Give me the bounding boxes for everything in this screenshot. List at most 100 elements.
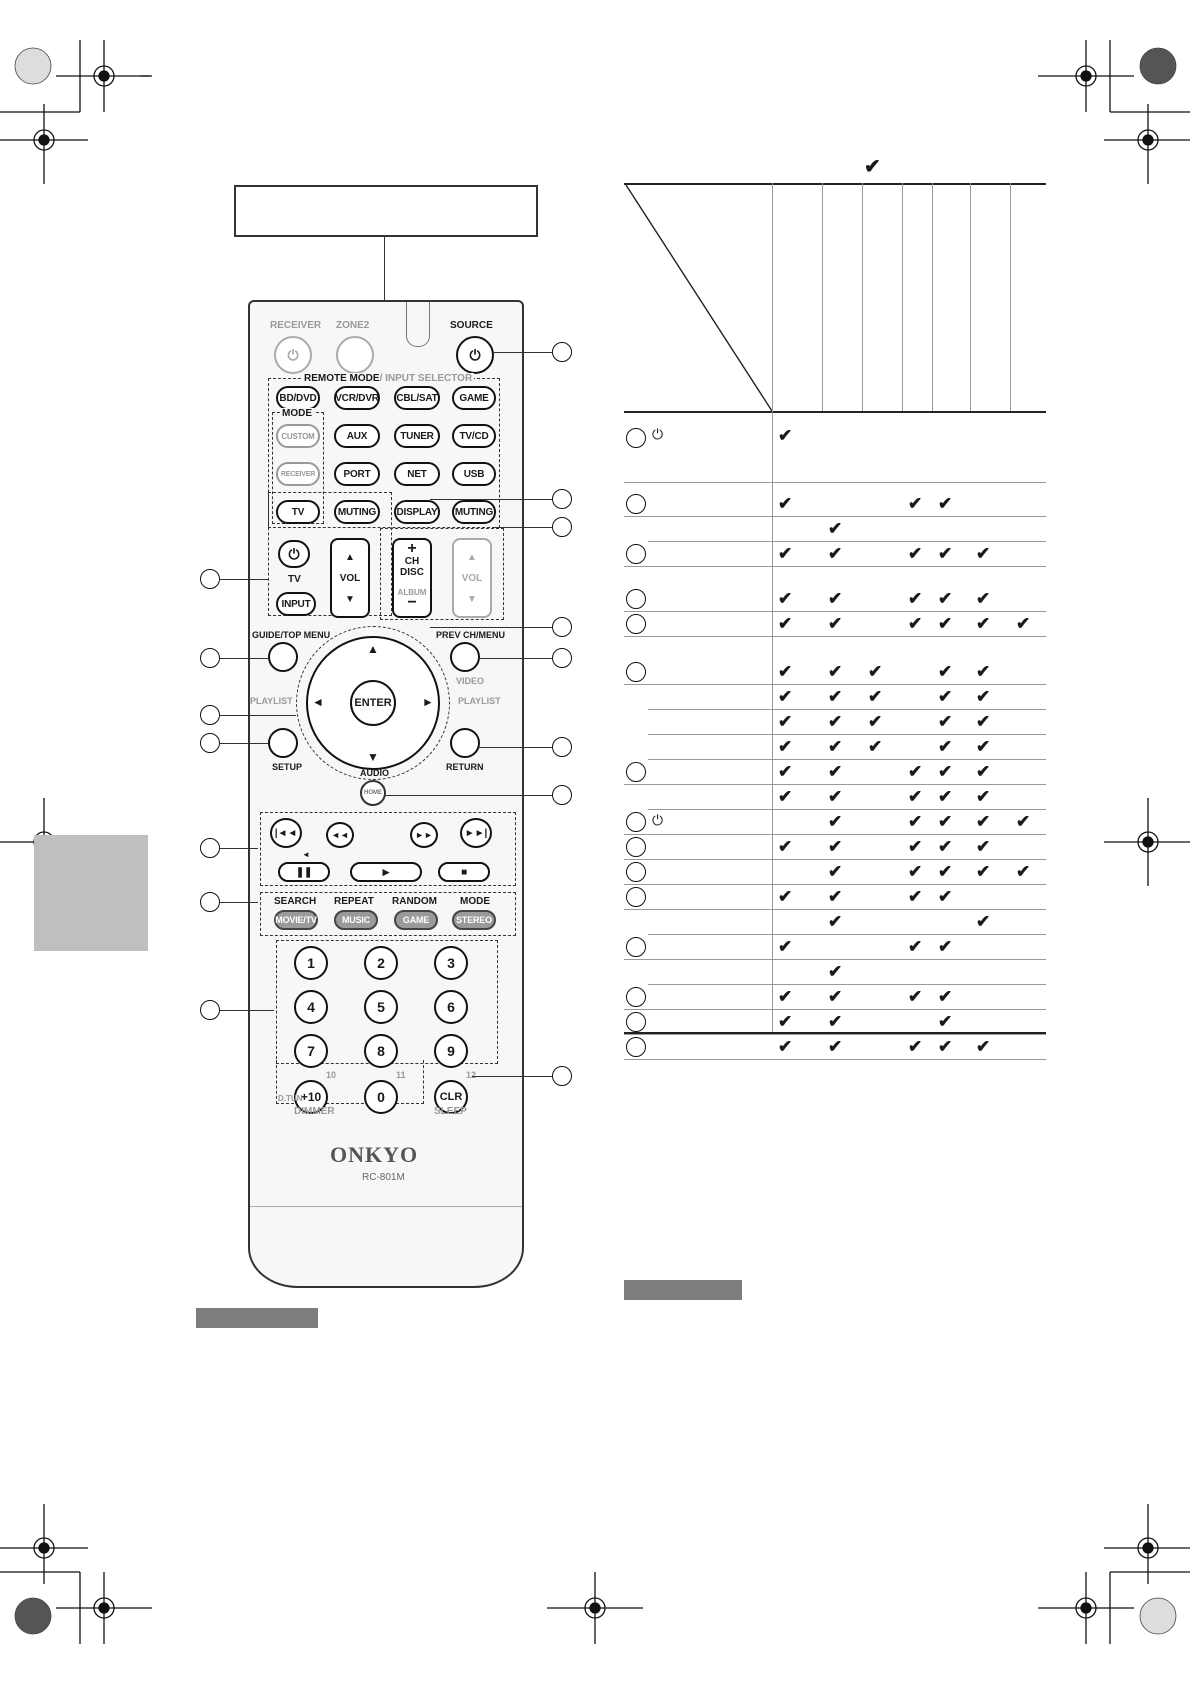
left-arrow-icon[interactable]: ◄	[312, 695, 324, 709]
label-12: 12	[466, 1070, 477, 1080]
source-power-button[interactable]: ⏻	[456, 336, 494, 374]
skip-back-icon[interactable]: |◄◄	[270, 818, 302, 848]
number-1-button[interactable]: 1	[294, 946, 328, 980]
random-label: RANDOM	[392, 896, 437, 907]
right-arrow-icon[interactable]: ►	[422, 695, 434, 709]
check-mark: ✔	[938, 762, 953, 781]
tv-label: TV	[288, 574, 301, 585]
receiver-mode-button[interactable]: RECEIVER	[276, 462, 320, 486]
game-mode-button[interactable]: GAME	[394, 910, 438, 930]
guide-button[interactable]	[268, 642, 298, 672]
callout-9	[200, 733, 220, 753]
zone2-button[interactable]	[336, 336, 374, 374]
tv-vol-down-icon: ▼	[345, 593, 355, 605]
table-row-divider	[648, 734, 1046, 735]
pause-icon[interactable]: ❚❚	[278, 862, 330, 882]
check-mark: ✔	[778, 712, 793, 731]
number-9-button[interactable]: 9	[434, 1034, 468, 1068]
muting-button[interactable]: MUTING	[452, 500, 496, 524]
check-mark: ✔	[908, 589, 923, 608]
home-button[interactable]: HOME	[360, 780, 386, 806]
cbl-sat-button[interactable]: CBL/SAT	[394, 386, 440, 410]
table-row-divider	[648, 759, 1046, 760]
check-mark: ✔	[868, 712, 883, 731]
clr-button[interactable]: CLR	[434, 1080, 468, 1114]
number-7-button[interactable]: 7	[294, 1034, 328, 1068]
table-row-divider	[648, 984, 1046, 985]
tv-mode-button[interactable]: TV	[276, 500, 320, 524]
check-mark: ✔	[976, 737, 991, 756]
check-mark: ✔	[908, 762, 923, 781]
check-mark: ✔	[828, 1037, 843, 1056]
check-mark: ✔	[908, 837, 923, 856]
remote-mode-callout-box	[234, 185, 538, 237]
number-5-button[interactable]: 5	[364, 990, 398, 1024]
guide-label: GUIDE/TOP MENU	[252, 630, 331, 640]
row-callout-circle	[626, 614, 646, 634]
return-button[interactable]	[450, 728, 480, 758]
check-mark: ✔	[976, 687, 991, 706]
check-mark: ✔	[1016, 614, 1031, 633]
search-label: SEARCH	[274, 896, 317, 907]
callout-1	[552, 342, 572, 362]
ch-disc-rocker[interactable]: + CH DISC ALBUM −	[392, 538, 432, 618]
up-arrow-icon[interactable]: ▲	[367, 642, 379, 656]
number-0-button[interactable]: 0	[364, 1080, 398, 1114]
prev-ch-button[interactable]	[450, 642, 480, 672]
tv-cd-button[interactable]: TV/CD	[452, 424, 496, 448]
play-icon[interactable]: ►	[350, 862, 422, 882]
stereo-button[interactable]: STEREO	[452, 910, 496, 930]
table-row-divider	[624, 684, 1046, 685]
custom-button[interactable]: CUSTOM	[276, 424, 320, 448]
tv-power-button[interactable]: ⏻	[278, 540, 310, 568]
number-4-button[interactable]: 4	[294, 990, 328, 1024]
number-8-button[interactable]: 8	[364, 1034, 398, 1068]
rewind-icon[interactable]: ◄◄	[326, 822, 354, 848]
table-row-divider	[624, 909, 1046, 910]
number-2-button[interactable]: 2	[364, 946, 398, 980]
vol-rocker[interactable]: ▲ VOL ▼	[452, 538, 492, 618]
vcr-dvr-button[interactable]: VCR/DVR	[334, 386, 380, 410]
setup-button[interactable]	[268, 728, 298, 758]
stop-icon[interactable]: ■	[438, 862, 490, 882]
callout-8	[200, 705, 220, 725]
enter-button[interactable]: ENTER	[350, 680, 396, 726]
tv-control-group	[268, 492, 392, 616]
check-mark: ✔	[778, 887, 793, 906]
check-mark: ✔	[778, 662, 793, 681]
input-button[interactable]: INPUT	[276, 592, 316, 616]
movie-tv-button[interactable]: MOVIE/TV	[274, 910, 318, 930]
fast-forward-icon[interactable]: ►►	[410, 822, 438, 848]
receiver-power-button[interactable]: ⏻	[274, 336, 312, 374]
check-mark: ✔	[976, 544, 991, 563]
usb-button[interactable]: USB	[452, 462, 496, 486]
tv-vol-rocker[interactable]: ▲ VOL ▼	[330, 538, 370, 618]
row-callout-circle	[626, 837, 646, 857]
tv-muting-button[interactable]: MUTING	[334, 500, 380, 524]
row-callout-circle	[626, 887, 646, 907]
check-mark: ✔	[976, 712, 991, 731]
display-button[interactable]: DISPLAY	[394, 500, 440, 524]
callout-5-leader	[430, 627, 552, 629]
dtun-label: D.TUN	[278, 1094, 303, 1103]
callout-9-leader	[220, 743, 268, 745]
port-button[interactable]: PORT	[334, 462, 380, 486]
ch-vol-group	[380, 528, 504, 620]
number-3-button[interactable]: 3	[434, 946, 468, 980]
row-callout-circle	[626, 937, 646, 957]
game-button[interactable]: GAME	[452, 386, 496, 410]
net-button[interactable]: NET	[394, 462, 440, 486]
check-mark: ✔	[868, 737, 883, 756]
bd-dvd-button[interactable]: BD/DVD	[276, 386, 320, 410]
power-icon: ⏻	[652, 812, 664, 828]
music-button[interactable]: MUSIC	[334, 910, 378, 930]
plus10-button[interactable]: +10	[294, 1080, 328, 1114]
number-6-button[interactable]: 6	[434, 990, 468, 1024]
tuner-button[interactable]: TUNER	[394, 424, 440, 448]
check-mark: ✔	[908, 544, 923, 563]
down-arrow-icon[interactable]: ▼	[367, 750, 379, 764]
aux-button[interactable]: AUX	[334, 424, 380, 448]
skip-forward-icon[interactable]: ►►|	[460, 818, 492, 848]
check-mark: ✔	[828, 544, 843, 563]
check-mark: ✔	[938, 662, 953, 681]
